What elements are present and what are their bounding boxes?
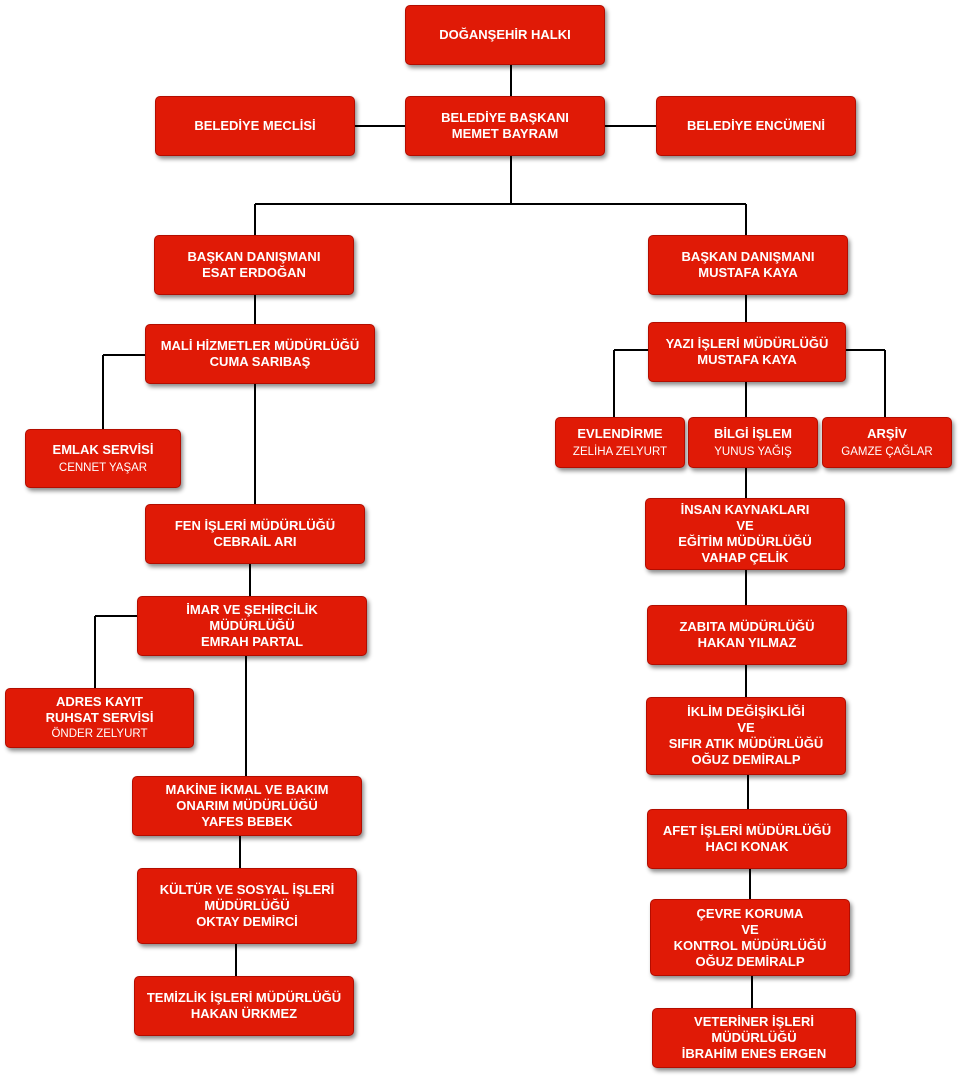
node-person: GAMZE ÇAĞLAR	[841, 445, 933, 458]
node-title: TEMİZLİK İŞLERİ MÜDÜRLÜĞÜ HAKAN ÜRKMEZ	[146, 990, 342, 1021]
node-veteriner-isleri: VETERİNER İŞLERİ MÜDÜRLÜĞÜ İBRAHİM ENES …	[652, 1008, 856, 1068]
node-title: EVLENDİRME	[577, 425, 663, 441]
node-title: BAŞKAN DANIŞMANI MUSTAFA KAYA	[681, 249, 815, 280]
node-emlak-servisi: EMLAK SERVİSİ CENNET YAŞAR	[25, 429, 181, 488]
node-title: DOĞANŞEHİR HALKI	[439, 27, 571, 42]
node-title: İNSAN KAYNAKLARI VE EĞİTİM MÜDÜRLÜĞÜ VAH…	[678, 502, 812, 565]
node-title: KÜLTÜR VE SOSYAL İŞLERİ MÜDÜRLÜĞÜ OKTAY …	[159, 882, 335, 929]
node-title: BELEDİYE ENCÜMENİ	[687, 118, 825, 133]
node-kultur-sosyal: KÜLTÜR VE SOSYAL İŞLERİ MÜDÜRLÜĞÜ OKTAY …	[137, 868, 357, 944]
node-makine-ikmal: MAKİNE İKMAL VE BAKIM ONARIM MÜDÜRLÜĞÜ Y…	[132, 776, 362, 836]
node-adres-kayit: ADRES KAYIT RUHSAT SERVİSİ ÖNDER ZELYURT	[5, 688, 194, 748]
node-person: ZELİHA ZELYURT	[572, 445, 668, 458]
node-title: İKLİM DEĞİŞİKLİĞİ VE SIFIR ATIK MÜDÜRLÜĞ…	[668, 704, 824, 767]
node-temizlik-isleri: TEMİZLİK İŞLERİ MÜDÜRLÜĞÜ HAKAN ÜRKMEZ	[134, 976, 354, 1036]
node-person: CENNET YAŞAR	[58, 461, 148, 474]
node-title: AFET İŞLERİ MÜDÜRLÜĞÜ HACI KONAK	[662, 823, 832, 854]
node-insan-kaynaklari: İNSAN KAYNAKLARI VE EĞİTİM MÜDÜRLÜĞÜ VAH…	[645, 498, 845, 570]
node-fen-isleri: FEN İŞLERİ MÜDÜRLÜĞÜ CEBRAİL ARI	[145, 504, 365, 564]
node-title: MAKİNE İKMAL VE BAKIM ONARIM MÜDÜRLÜĞÜ Y…	[165, 782, 329, 829]
node-title: ARŞİV	[867, 425, 907, 441]
node-title: FEN İŞLERİ MÜDÜRLÜĞÜ CEBRAİL ARI	[174, 518, 336, 549]
node-title: YAZI İŞLERİ MÜDÜRLÜĞÜ MUSTAFA KAYA	[665, 336, 829, 367]
node-imar-sehircilik: İMAR VE ŞEHİRCİLİK MÜDÜRLÜĞÜ EMRAH PARTA…	[137, 596, 367, 656]
node-title: ZABITA MÜDÜRLÜĞÜ HAKAN YILMAZ	[679, 619, 815, 650]
node-belediye-baskani: BELEDİYE BAŞKANI MEMET BAYRAM	[405, 96, 605, 156]
node-title: ADRES KAYIT RUHSAT SERVİSİ	[45, 694, 154, 725]
node-bilgi-islem: BİLGİ İŞLEM YUNUS YAĞIŞ	[688, 417, 818, 468]
node-title: BELEDİYE BAŞKANI MEMET BAYRAM	[441, 110, 569, 141]
node-title: BAŞKAN DANIŞMANI ESAT ERDOĞAN	[187, 249, 321, 280]
node-iklim-degisikligi: İKLİM DEĞİŞİKLİĞİ VE SIFIR ATIK MÜDÜRLÜĞ…	[646, 697, 846, 775]
node-belediye-meclisi: BELEDİYE MECLİSİ	[155, 96, 355, 156]
node-yazi-isleri: YAZI İŞLERİ MÜDÜRLÜĞÜ MUSTAFA KAYA	[648, 322, 846, 382]
node-belediye-encumeni: BELEDİYE ENCÜMENİ	[656, 96, 856, 156]
node-mali-hizmetler: MALİ HİZMETLER MÜDÜRLÜĞÜ CUMA SARIBAŞ	[145, 324, 375, 384]
node-cevre-koruma: ÇEVRE KORUMA VE KONTROL MÜDÜRLÜĞÜ OĞUZ D…	[650, 899, 850, 976]
node-baskan-danismani-1: BAŞKAN DANIŞMANI ESAT ERDOĞAN	[154, 235, 354, 295]
node-afet-isleri: AFET İŞLERİ MÜDÜRLÜĞÜ HACI KONAK	[647, 809, 847, 869]
node-title: BELEDİYE MECLİSİ	[194, 118, 316, 133]
node-title: İMAR VE ŞEHİRCİLİK MÜDÜRLÜĞÜ EMRAH PARTA…	[186, 602, 318, 649]
node-title: MALİ HİZMETLER MÜDÜRLÜĞÜ CUMA SARIBAŞ	[160, 338, 360, 369]
node-zabita: ZABITA MÜDÜRLÜĞÜ HAKAN YILMAZ	[647, 605, 847, 665]
node-person: YUNUS YAĞIŞ	[714, 445, 792, 458]
node-title: EMLAK SERVİSİ	[52, 441, 154, 457]
node-dogansehir-halki: DOĞANŞEHİR HALKI	[405, 5, 605, 65]
node-person: ÖNDER ZELYURT	[51, 728, 148, 740]
node-baskan-danismani-2: BAŞKAN DANIŞMANI MUSTAFA KAYA	[648, 235, 848, 295]
node-title: BİLGİ İŞLEM	[714, 425, 792, 441]
node-title: ÇEVRE KORUMA VE KONTROL MÜDÜRLÜĞÜ OĞUZ D…	[673, 905, 827, 969]
node-evlendirme: EVLENDİRME ZELİHA ZELYURT	[555, 417, 685, 468]
node-title: VETERİNER İŞLERİ MÜDÜRLÜĞÜ İBRAHİM ENES …	[681, 1014, 827, 1061]
node-arsiv: ARŞİV GAMZE ÇAĞLAR	[822, 417, 952, 468]
